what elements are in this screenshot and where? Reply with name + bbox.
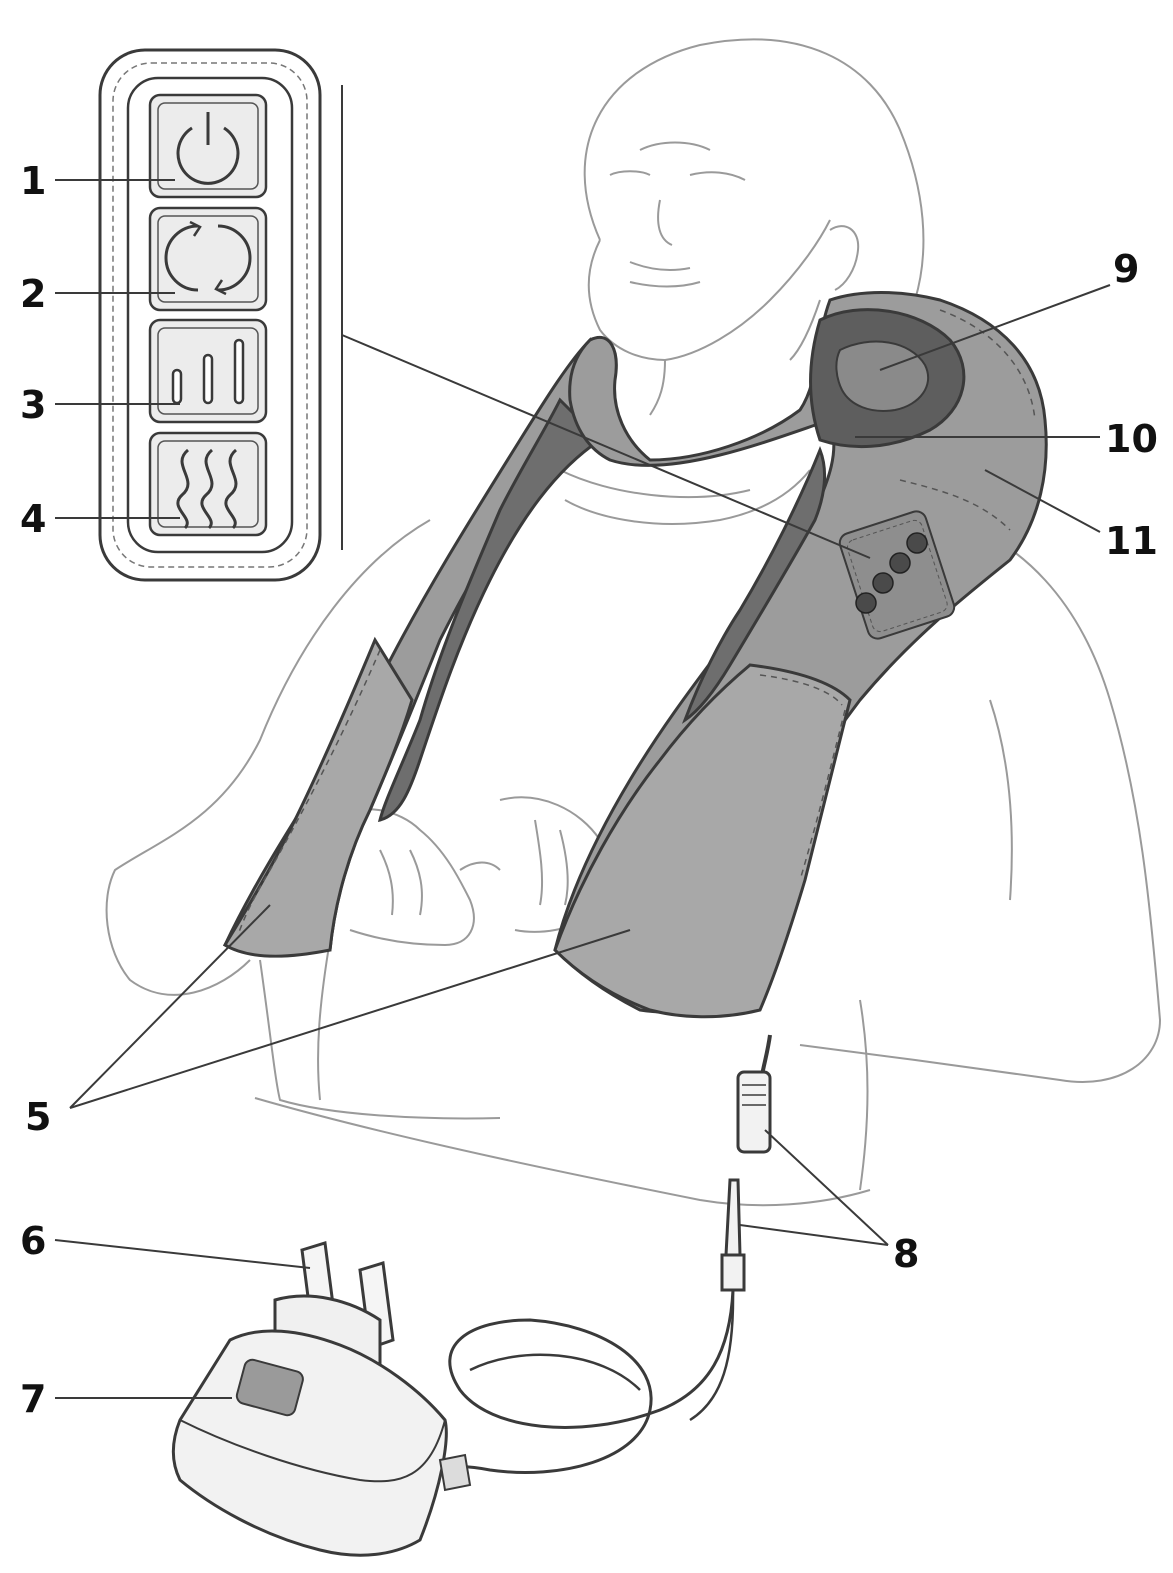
callout-1: 1 bbox=[20, 159, 47, 203]
callout-6: 6 bbox=[20, 1219, 47, 1263]
callout-9: 9 bbox=[1113, 247, 1140, 291]
strain-relief bbox=[438, 1453, 472, 1492]
left-strap-handle bbox=[222, 636, 414, 958]
left-inner-lining bbox=[377, 397, 603, 823]
right-strap-handle bbox=[553, 663, 852, 1019]
right-inner-lining bbox=[681, 445, 826, 724]
rotate-arrows-icon bbox=[164, 220, 252, 296]
massager-unit bbox=[222, 291, 1048, 1019]
coiled-cable bbox=[438, 1289, 735, 1476]
massage-node bbox=[835, 340, 930, 412]
callout-5: 5 bbox=[25, 1095, 52, 1139]
callout-11: 11 bbox=[1105, 519, 1158, 563]
power-icon bbox=[176, 112, 240, 185]
adapter-body bbox=[171, 1329, 448, 1557]
button-panel-inset bbox=[98, 48, 343, 582]
strap-control-panel bbox=[838, 510, 956, 640]
bars-icon bbox=[171, 338, 245, 405]
adapter-grip bbox=[235, 1358, 304, 1417]
intensity-button bbox=[148, 318, 268, 424]
stitching bbox=[237, 309, 1036, 936]
dc-socket bbox=[736, 1070, 772, 1154]
panel-stitch bbox=[112, 62, 308, 568]
leader-lines bbox=[54, 179, 1111, 1399]
power-adapter bbox=[171, 1241, 472, 1557]
callout-8: 8 bbox=[893, 1232, 920, 1276]
cable-assembly bbox=[438, 1034, 772, 1476]
heat-waves-icon bbox=[176, 448, 238, 530]
strap-cable bbox=[760, 1034, 772, 1076]
callout-10: 10 bbox=[1105, 417, 1158, 461]
callout-4: 4 bbox=[20, 497, 47, 541]
callout-3: 3 bbox=[20, 383, 47, 427]
dc-plug bbox=[724, 1178, 742, 1257]
power-button bbox=[148, 93, 268, 199]
person-illustration bbox=[105, 38, 1162, 1207]
callout-2: 2 bbox=[20, 272, 47, 316]
callout-7: 7 bbox=[20, 1377, 47, 1421]
heat-button bbox=[148, 431, 268, 537]
mode-button bbox=[148, 206, 268, 312]
